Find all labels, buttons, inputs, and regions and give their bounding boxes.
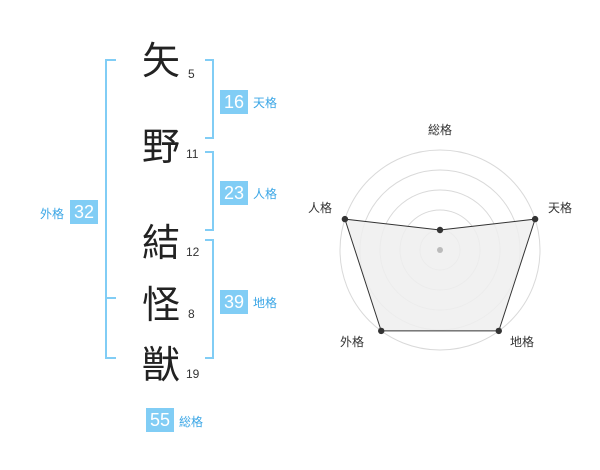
radar-axis-label-soukaku: 総格 [428, 122, 452, 137]
name-char-4: 怪 [141, 283, 180, 327]
tenkaku-bracket [205, 59, 214, 139]
stroke-count-5: 19 [186, 367, 200, 381]
soukaku-label: 総格 [179, 415, 204, 429]
radar-point-2 [531, 215, 539, 223]
gaikaku-label: 外格 [40, 207, 65, 221]
chikaku-value: 39 [220, 290, 248, 314]
gaikaku-bracket [105, 59, 116, 359]
radar-axis-label-jinkaku: 人格 [308, 200, 332, 215]
radar-point-3 [495, 327, 502, 335]
radar-axis-label-tenkaku: 天格 [548, 200, 572, 215]
name-char-3: 結 [141, 221, 180, 265]
radar-axis-label-chikaku: 地格 [510, 334, 534, 349]
chikaku-bracket [205, 239, 214, 359]
bracket-lines [105, 59, 214, 359]
radar-point-4 [378, 327, 385, 335]
jinkaku-value: 23 [220, 181, 248, 205]
radar-axis-label-gaikaku: 外格 [340, 334, 364, 349]
jinkaku-label: 人格 [253, 187, 278, 201]
radar-polygon [344, 218, 536, 332]
jinkaku-bracket [205, 151, 214, 231]
radar-chart: 総格 天格 地格 外格 人格 [308, 122, 572, 351]
name-char-1: 矢 [141, 39, 180, 83]
tenkaku-value: 16 [220, 90, 248, 114]
stroke-count-1: 5 [188, 67, 195, 81]
name-char-5: 獣 [141, 343, 180, 387]
radar-center-dot [437, 247, 443, 253]
stroke-count-3: 12 [186, 245, 200, 259]
stroke-count-2: 11 [186, 147, 199, 161]
radar-point-1 [436, 226, 444, 234]
stroke-count-4: 8 [188, 307, 195, 321]
tenkaku-label: 天格 [253, 96, 278, 110]
radar-point-5 [341, 215, 349, 223]
gaikaku-value: 32 [70, 200, 98, 224]
radar-points [341, 215, 539, 335]
name-char-2: 野 [141, 125, 180, 169]
chikaku-label: 地格 [253, 296, 278, 310]
soukaku-value: 55 [146, 408, 174, 432]
radar-ring-5 [339, 149, 541, 351]
